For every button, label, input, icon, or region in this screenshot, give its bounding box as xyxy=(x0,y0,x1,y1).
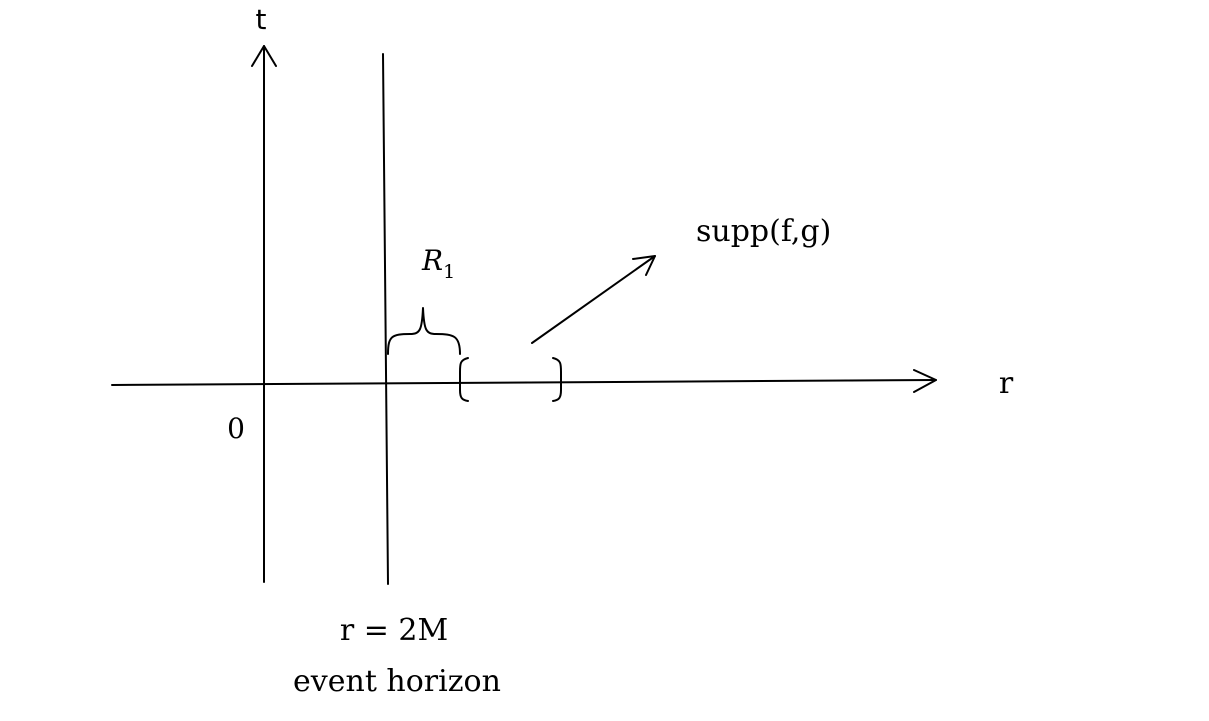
r1-label-base: R xyxy=(421,244,443,277)
t-axis-arrowhead xyxy=(251,45,277,67)
t-axis xyxy=(251,45,277,583)
support-arrow-head xyxy=(632,255,656,276)
horizon-name-label: event horizon xyxy=(293,664,501,699)
event-horizon-line xyxy=(382,53,389,585)
r-axis-line xyxy=(111,379,937,386)
support-right-bracket xyxy=(552,357,562,402)
r1-brace xyxy=(387,307,461,355)
origin-label: 0 xyxy=(227,412,245,445)
support-label: supp(f,g) xyxy=(696,214,831,249)
r1-label: R1 xyxy=(421,244,455,283)
support-arrow-line xyxy=(531,255,656,344)
r1-label-subscript: 1 xyxy=(443,261,455,283)
horizon-equation-label: r = 2M xyxy=(340,613,448,648)
r-axis xyxy=(111,369,937,393)
t-axis-label: t xyxy=(256,3,267,36)
r-axis-label: r xyxy=(999,366,1014,401)
support-pointer-arrow xyxy=(531,255,656,344)
support-left-bracket xyxy=(459,357,469,402)
r-axis-arrowhead xyxy=(913,369,937,393)
